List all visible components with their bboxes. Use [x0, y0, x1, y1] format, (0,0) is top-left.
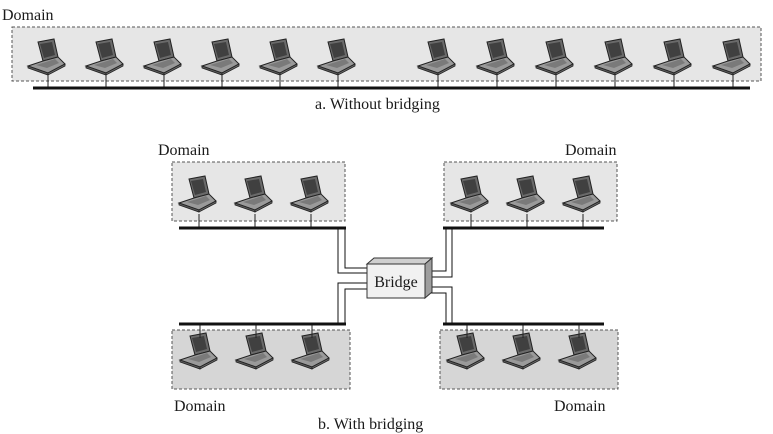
- laptop-row-upper-right: [450, 175, 601, 213]
- caption-with-bridging: b. With bridging: [318, 416, 423, 433]
- bus-drops-upper-right: [470, 214, 584, 228]
- laptop-row-lower-left: [179, 332, 330, 370]
- domain-label-top: Domain: [2, 7, 54, 24]
- domain-label-upper-right: Domain: [565, 142, 617, 159]
- domain-label-upper-left: Domain: [158, 142, 210, 159]
- domain-box-top: [11, 26, 762, 82]
- domain-label-lower-left: Domain: [174, 398, 226, 415]
- bridge-label: Bridge: [374, 274, 418, 291]
- bus-drops-lower-left: [199, 324, 313, 338]
- bus-drops-top: [47, 75, 734, 88]
- bridge-links: [337, 228, 453, 324]
- laptop-row-upper-left: [178, 175, 329, 213]
- bus-drops-lower-right: [466, 324, 580, 338]
- domain-without-bridging: Domain: [2, 7, 762, 90]
- caption-without-bridging: a. Without bridging: [315, 96, 440, 113]
- laptop-row-lower-right: [446, 332, 597, 370]
- bus-drops-upper-left: [198, 214, 312, 228]
- domain-label-lower-right: Domain: [554, 398, 606, 415]
- bridge-box-icon: Bridge: [365, 256, 434, 300]
